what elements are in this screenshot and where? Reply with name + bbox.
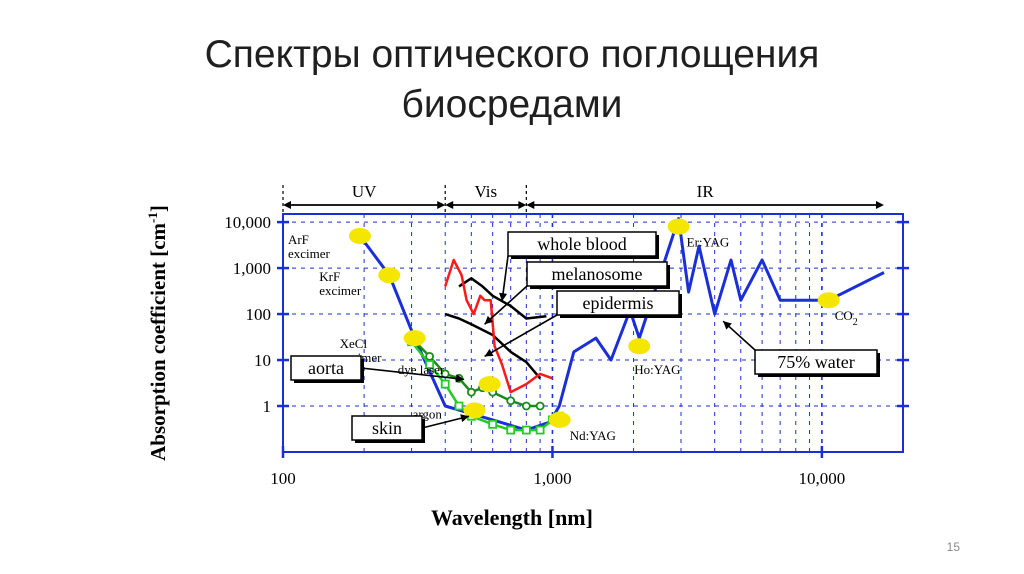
x-tick-label: 10,000 bbox=[799, 469, 846, 488]
x-tick-label: 100 bbox=[270, 469, 296, 488]
y-axis-label-superscript: -1 bbox=[145, 212, 160, 223]
region-arrowhead-right bbox=[437, 201, 446, 209]
callout-whole-blood: whole blood bbox=[499, 231, 659, 302]
callout-text-skin: skin bbox=[372, 418, 402, 438]
region-arrowhead-left bbox=[283, 201, 291, 209]
laser-marker-argon bbox=[463, 402, 486, 419]
callout-box bbox=[290, 355, 362, 381]
callout-arrowhead bbox=[499, 292, 508, 302]
point-aorta bbox=[506, 396, 516, 406]
region-arrowhead-right bbox=[518, 201, 527, 209]
x-tick-label: 1,000 bbox=[533, 469, 571, 488]
point-skin bbox=[521, 425, 531, 435]
callout-text-whole-blood: whole blood bbox=[537, 234, 627, 254]
callout-box bbox=[556, 290, 680, 316]
region-label-vis: Vis bbox=[474, 182, 497, 201]
point-skin bbox=[488, 419, 498, 429]
region-label-bg bbox=[683, 183, 728, 201]
callout-box bbox=[507, 231, 657, 257]
callout-aorta: aorta bbox=[290, 355, 465, 383]
point-aorta bbox=[466, 387, 476, 397]
point-skin bbox=[425, 360, 434, 369]
region-arrowhead-left bbox=[445, 201, 454, 209]
laser-marker-xecl-excimer bbox=[403, 330, 426, 347]
laser-marker-ho-yag bbox=[628, 338, 651, 355]
laser-label-ho-yag: Ho:YAG bbox=[634, 362, 680, 377]
y-tick-label: 10 bbox=[254, 351, 271, 370]
callout-arrowhead bbox=[484, 348, 494, 357]
spectral-regions: UV Vis IR bbox=[282, 182, 884, 213]
x-axis-label: Wavelength [nm] bbox=[431, 505, 593, 530]
series-line-epidermis bbox=[444, 258, 553, 394]
region-label-uv: UV bbox=[352, 182, 377, 201]
series-line-whole-blood bbox=[458, 277, 547, 320]
laser-marker-arf-excimer bbox=[348, 227, 371, 244]
callouts: whole blood melanosome epidermis aorta skin 7… bbox=[290, 231, 880, 443]
y-axis-label-main: Absorption coefficient [cm bbox=[146, 222, 170, 460]
callout-arrowhead bbox=[723, 321, 732, 330]
callout-epidermis: epidermis bbox=[484, 290, 682, 358]
callout-text-melanosome: melanosome bbox=[552, 264, 643, 284]
laser-marker-er-yag bbox=[667, 218, 690, 235]
point-aorta bbox=[425, 351, 434, 361]
laser-marker-nd-yag bbox=[548, 411, 571, 428]
axis-ticks: 10,000 1,000 100 10 1 100 1,000 10,000 bbox=[224, 213, 909, 488]
page-number: 15 bbox=[946, 540, 960, 554]
laser-label-er-yag: Er:YAG bbox=[687, 235, 730, 250]
laser-marker-co bbox=[817, 292, 840, 309]
callout-box bbox=[526, 261, 668, 287]
point-aorta bbox=[535, 401, 545, 411]
callout-arrowhead bbox=[484, 315, 494, 325]
region-arrowhead-left bbox=[526, 201, 535, 209]
point-skin bbox=[535, 425, 545, 435]
y-tick-label: 1 bbox=[263, 397, 272, 416]
y-axis-label-close: ] bbox=[146, 205, 170, 212]
region-arrowhead-right bbox=[875, 201, 884, 209]
slide-title-line-1: Спектры оптического поглощения bbox=[204, 33, 820, 76]
point-skin bbox=[454, 401, 464, 411]
callout-box bbox=[754, 349, 878, 375]
region-label-bg bbox=[342, 183, 387, 201]
point-skin bbox=[506, 425, 516, 435]
callout-arrow bbox=[484, 285, 528, 325]
point-skin bbox=[440, 379, 450, 389]
laser-marker-krf-excimer bbox=[378, 267, 401, 284]
y-tick-label: 100 bbox=[246, 305, 272, 324]
region-label-bg bbox=[463, 183, 508, 201]
callout-text-epidermis: epidermis bbox=[583, 293, 654, 313]
laser-label-co: CO2 bbox=[835, 308, 858, 328]
callout-arrowhead bbox=[460, 414, 469, 423]
callout-75-water: 75% water bbox=[722, 320, 880, 377]
callout-arrow bbox=[421, 415, 470, 429]
region-label-ir: IR bbox=[697, 182, 715, 201]
laser-marker-dye-laser bbox=[478, 376, 501, 393]
slide-title-line-2: биосредами bbox=[401, 83, 623, 126]
callout-arrow bbox=[484, 314, 558, 358]
y-tick-label: 10,000 bbox=[224, 213, 271, 232]
point-aorta bbox=[521, 401, 531, 411]
callout-arrow bbox=[360, 367, 465, 381]
callout-arrowhead bbox=[455, 374, 465, 383]
y-tick-label: 1,000 bbox=[233, 259, 271, 278]
callout-skin: skin bbox=[351, 414, 470, 443]
callout-text-75-water: 75% water bbox=[777, 352, 854, 372]
series-line-aorta bbox=[410, 337, 541, 408]
callout-melanosome: melanosome bbox=[484, 261, 670, 325]
laser-label-nd-yag: Nd:YAG bbox=[570, 428, 616, 443]
y-axis-label: Absorption coefficient [cm-1] bbox=[145, 205, 170, 461]
slide-title: Спектры оптического поглощения биосредам… bbox=[0, 30, 1024, 130]
callout-text-aorta: aorta bbox=[308, 358, 344, 378]
plot-frame bbox=[282, 213, 904, 453]
